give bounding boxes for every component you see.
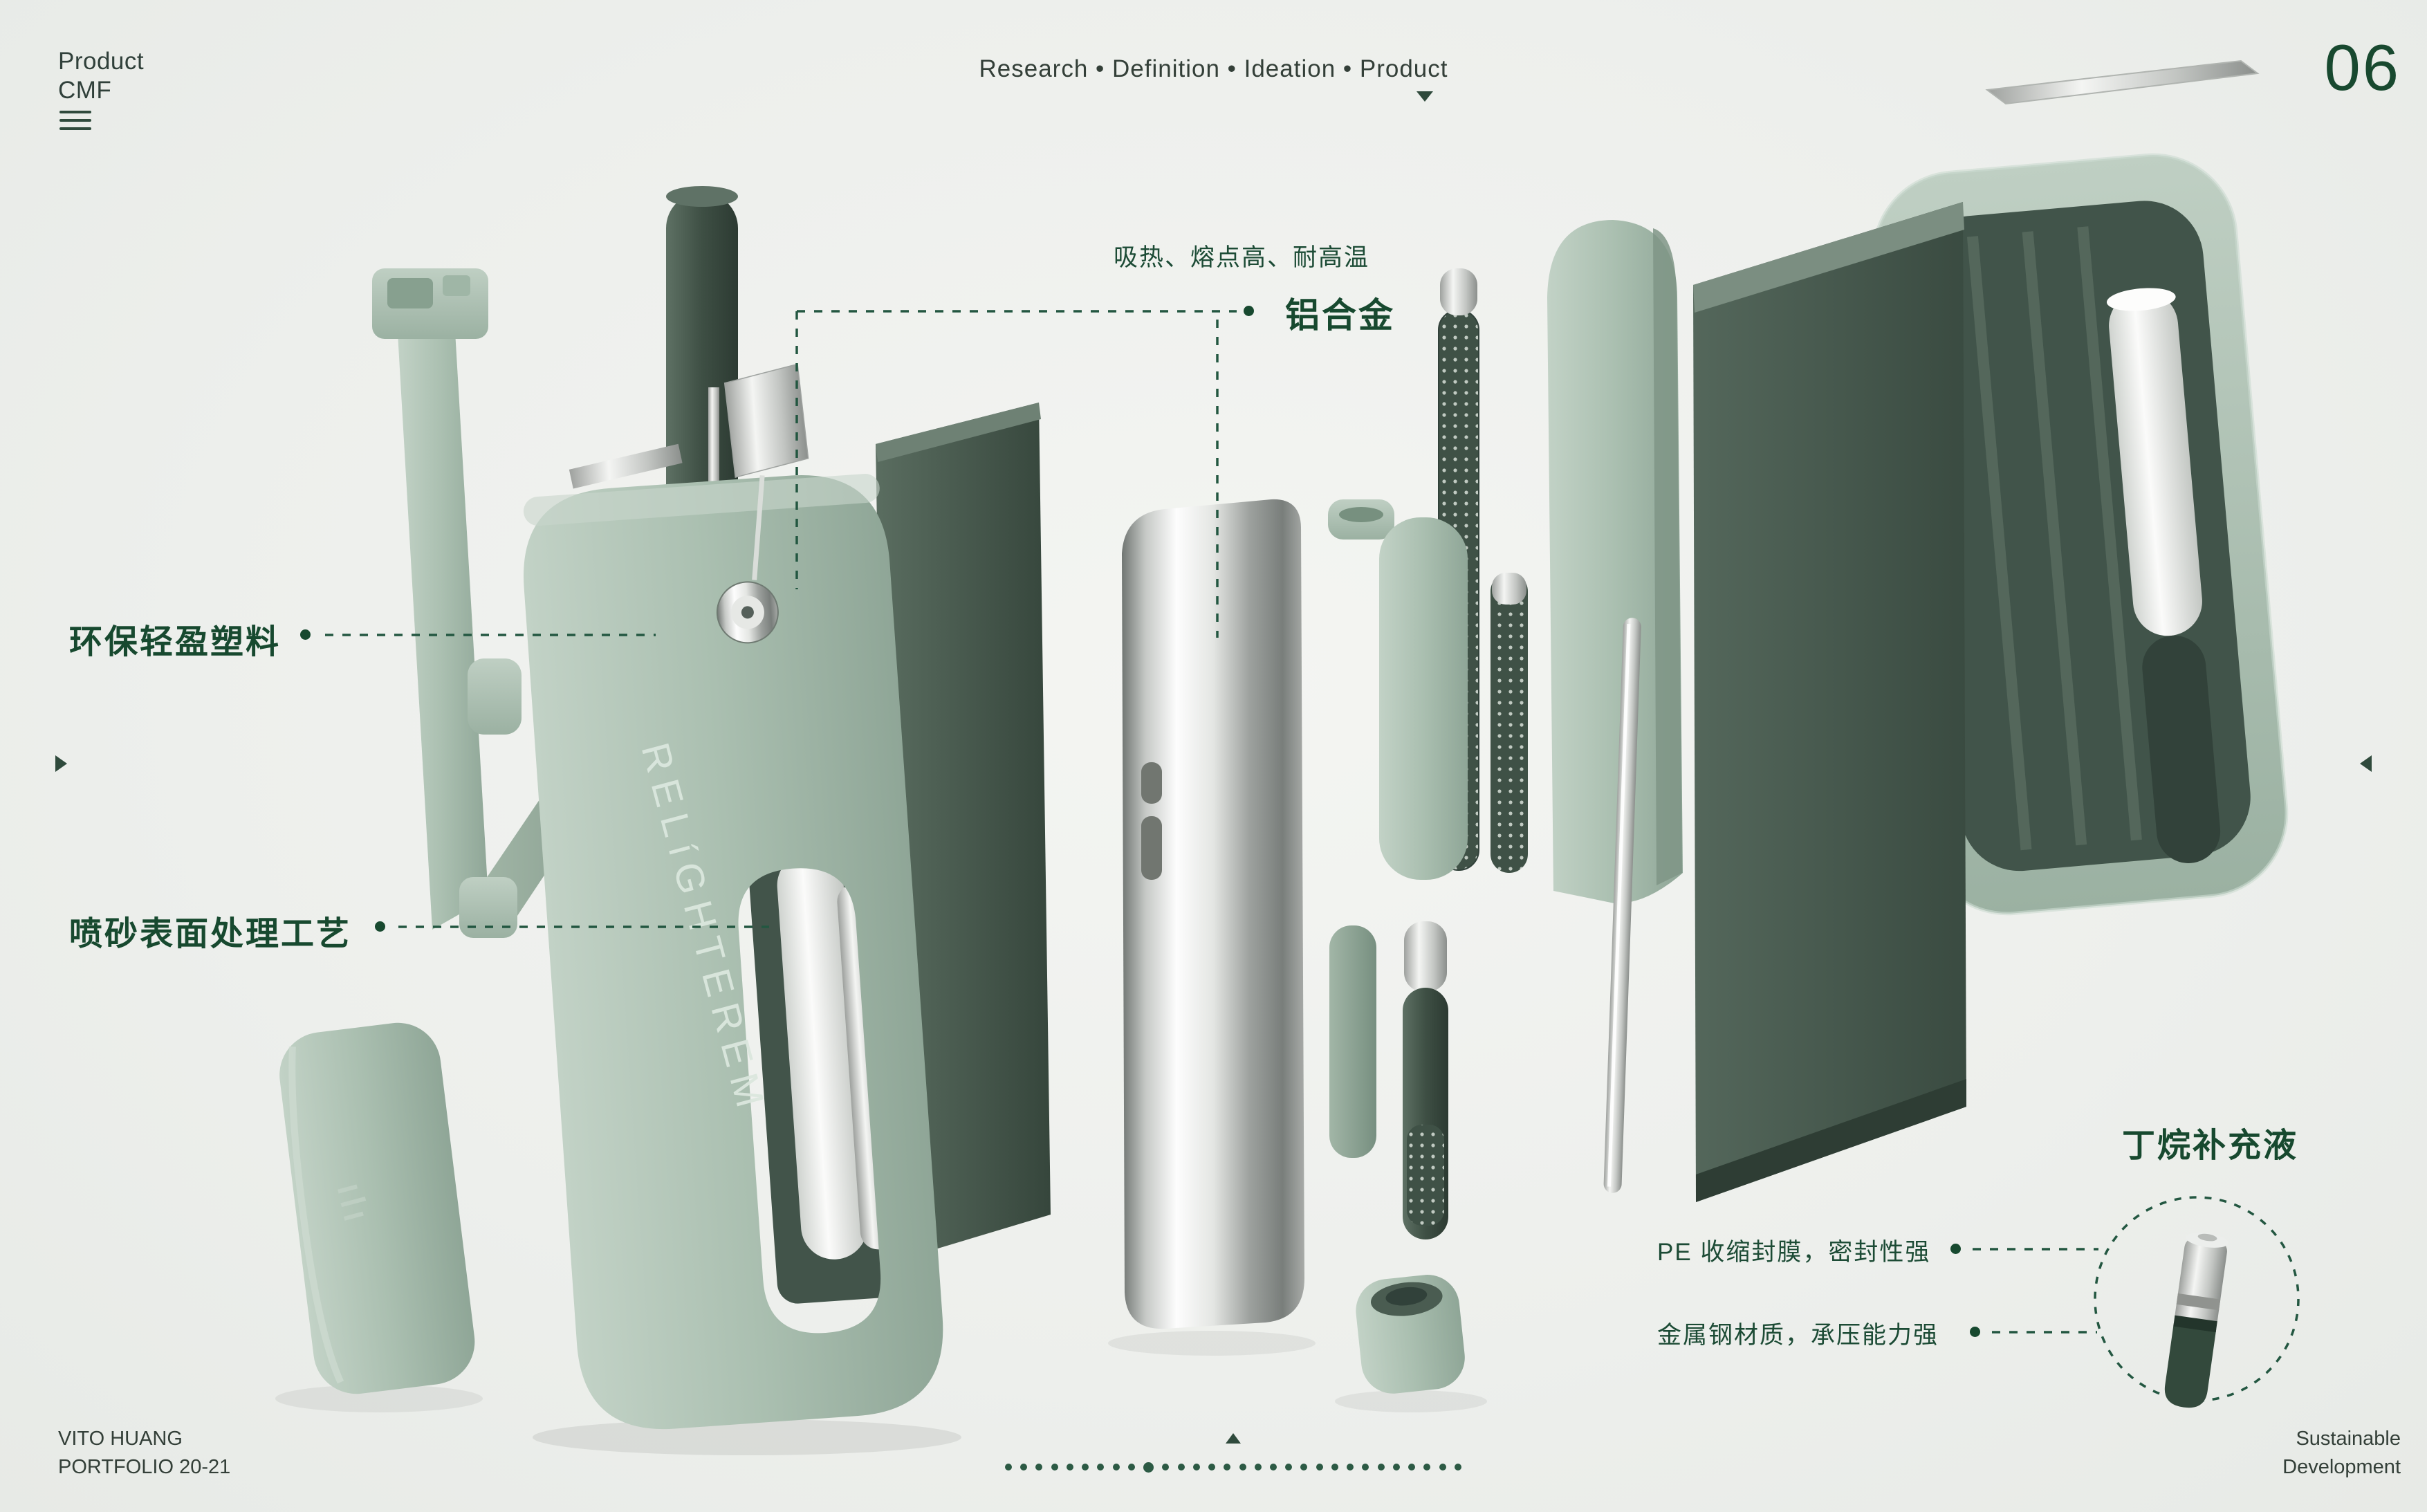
plastic-bullet xyxy=(300,629,311,640)
part-middle-column xyxy=(1328,499,1468,1239)
pagination-dot[interactable] xyxy=(1316,1464,1323,1470)
pagination-dot[interactable] xyxy=(1377,1464,1385,1470)
aluminum-label: 铝合金 xyxy=(1285,296,1395,335)
pagination-dots xyxy=(1005,1459,1461,1475)
part-side-bracket xyxy=(372,268,522,930)
next-arrow-icon[interactable] xyxy=(2360,755,2372,772)
sandblast-label: 喷砂表面处理工艺 xyxy=(69,916,352,952)
menu-icon[interactable] xyxy=(59,111,91,136)
pagination-dot[interactable] xyxy=(1347,1464,1354,1470)
aluminum-bullet xyxy=(1244,306,1254,316)
pagination-dot[interactable] xyxy=(1331,1464,1338,1470)
pagination-dot[interactable] xyxy=(1300,1464,1308,1470)
aluminum-note: 吸热、熔点高、耐高温 xyxy=(1114,244,1370,271)
part-bottom-shell xyxy=(279,1022,475,1394)
pagination-dot[interactable] xyxy=(1254,1464,1262,1470)
brand-line1: Product xyxy=(58,48,145,75)
pagination-dot[interactable] xyxy=(1269,1464,1277,1470)
sandblast-bullet xyxy=(375,921,385,932)
steel-bullet xyxy=(1970,1327,1980,1337)
author-block: VITO HUANG PORTFOLIO 20-21 xyxy=(58,1425,230,1481)
pe-film-bullet xyxy=(1950,1244,1961,1254)
detail-circle xyxy=(2094,1196,2300,1402)
pagination-dot[interactable] xyxy=(1423,1464,1431,1470)
pagination-dot[interactable] xyxy=(1162,1464,1170,1470)
part-base-cap xyxy=(1356,1275,1465,1394)
plastic-label: 环保轻盈塑料 xyxy=(69,624,282,661)
annotation-leader-lines xyxy=(325,310,2098,1334)
pagination-dot[interactable] xyxy=(1192,1464,1200,1470)
pagination-dot[interactable] xyxy=(1143,1462,1154,1473)
pagination-dot[interactable] xyxy=(1051,1464,1058,1470)
page-number: 06 xyxy=(2324,31,2401,104)
part-chrome-shell xyxy=(1122,499,1304,1329)
pagination-dot[interactable] xyxy=(1239,1464,1246,1470)
part-textured-rod-2 xyxy=(1491,573,1528,873)
pagination-dot[interactable] xyxy=(1005,1464,1012,1470)
pagination-dot[interactable] xyxy=(1097,1464,1105,1470)
theme-line1: Sustainable xyxy=(2296,1428,2401,1450)
portfolio-label: PORTFOLIO 20-21 xyxy=(58,1455,231,1478)
author-name: VITO HUANG xyxy=(58,1428,183,1450)
pagination-dot[interactable] xyxy=(1127,1464,1135,1470)
steel-label: 金属钢材质，承压能力强 xyxy=(1657,1322,1939,1349)
pagination-dot[interactable] xyxy=(1035,1464,1043,1470)
butane-label: 丁烷补充液 xyxy=(2122,1127,2299,1164)
pagination-dot[interactable] xyxy=(1362,1464,1369,1470)
part-curved-shell xyxy=(1547,220,1683,904)
nav-caret-down-icon xyxy=(1416,91,1433,102)
ground-shadows xyxy=(275,1331,1487,1455)
pagination-dot[interactable] xyxy=(1224,1464,1231,1470)
pagination-dot[interactable] xyxy=(1392,1464,1400,1470)
prev-arrow-icon[interactable] xyxy=(55,755,67,772)
pagination-dot[interactable] xyxy=(1408,1464,1416,1470)
part-inner-panel xyxy=(1693,202,1966,1202)
brand-line2: CMF xyxy=(58,77,112,104)
part-main-body: RELíGHTEREM xyxy=(523,363,943,1430)
pagination-dot[interactable] xyxy=(1439,1464,1446,1470)
pagination-dot[interactable] xyxy=(1454,1464,1461,1470)
pagination-dot[interactable] xyxy=(1066,1464,1073,1470)
pagination-dot[interactable] xyxy=(1208,1464,1216,1470)
pagination-dot[interactable] xyxy=(1177,1464,1185,1470)
butane-cartridge xyxy=(2164,1233,2228,1408)
pagination-dot[interactable] xyxy=(1082,1464,1089,1470)
brand-block: Product CMF xyxy=(58,47,144,105)
pagination-dot[interactable] xyxy=(1020,1464,1028,1470)
theme-block: Sustainable Development xyxy=(2282,1425,2401,1481)
pagination-dot[interactable] xyxy=(1112,1464,1120,1470)
part-outer-case xyxy=(1872,153,2289,916)
pagination-caret-up-icon xyxy=(1226,1433,1241,1444)
part-metal-strip xyxy=(1985,59,2260,105)
pe-film-label: PE 收缩封膜，密封性强 xyxy=(1657,1239,1931,1266)
pagination-dot[interactable] xyxy=(1285,1464,1293,1470)
part-thin-rod xyxy=(1603,618,1641,1193)
theme-line2: Development xyxy=(2282,1455,2401,1478)
process-nav: Research • Definition • Ideation • Produ… xyxy=(979,55,1448,82)
